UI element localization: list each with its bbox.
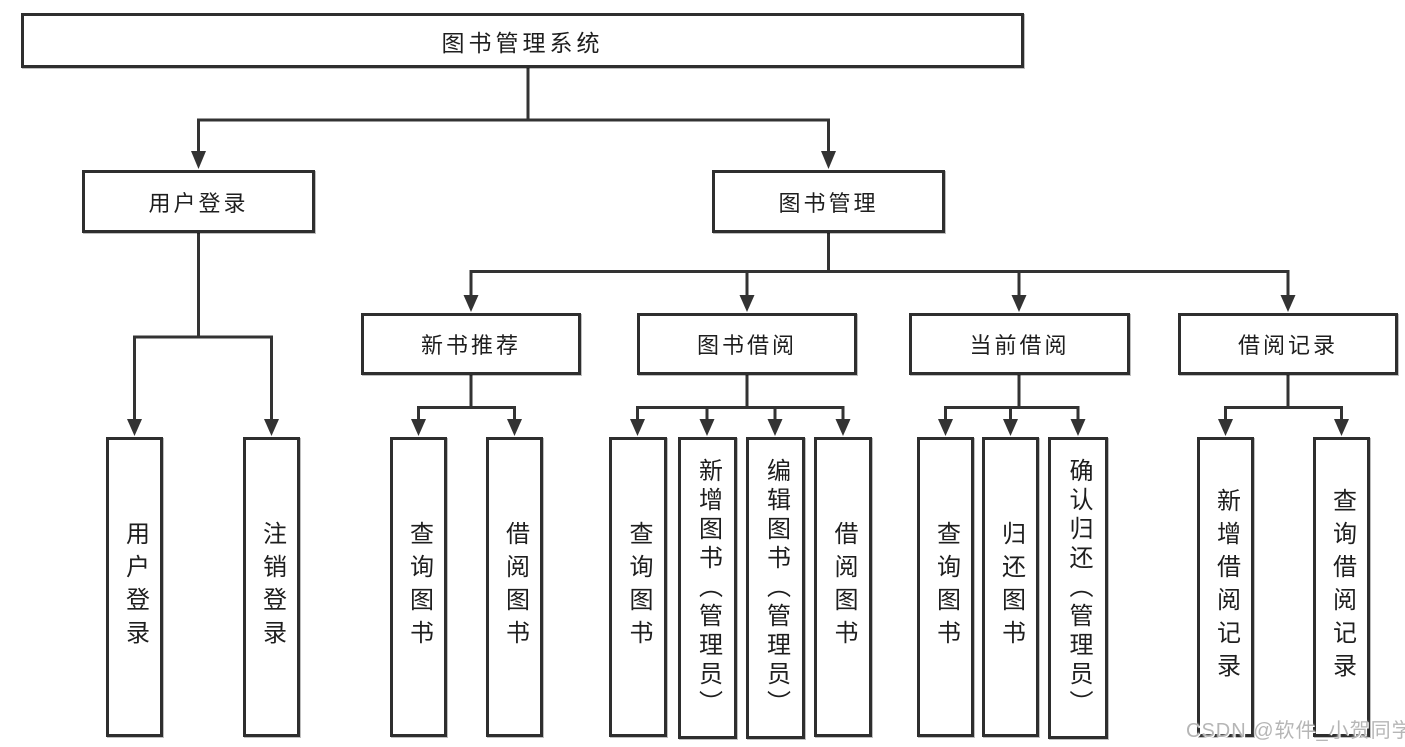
node-label: 借阅图书: [830, 521, 857, 653]
leaf-query-borrow-record: 查询借阅记录: [1313, 437, 1370, 737]
node-new-book-recommend: 新书推荐: [361, 313, 581, 375]
leaf-add-borrow-record: 新增借阅记录: [1197, 437, 1254, 737]
leaf-borrow-books: 借阅图书: [814, 437, 872, 737]
node-label: 新增图书（管理员）: [694, 457, 722, 719]
leaf-logout: 注销登录: [243, 437, 300, 737]
leaf-confirm-return-admin: 确认归还（管理员）: [1048, 437, 1108, 739]
node-borrowing-records: 借阅记录: [1178, 313, 1398, 375]
node-label: 新增借阅记录: [1212, 488, 1240, 686]
node-label: 查询借阅记录: [1328, 488, 1356, 686]
leaf-return-books: 归还图书: [982, 437, 1039, 737]
node-label: 注销登录: [258, 521, 286, 653]
node-book-borrowing: 图书借阅: [637, 313, 857, 375]
node-label: 借阅图书: [501, 521, 529, 653]
node-label: 确认归还（管理员）: [1065, 457, 1092, 719]
node-label: 图书借阅: [696, 333, 797, 358]
leaf-query-books-borrowing: 查询图书: [609, 437, 667, 737]
watermark-text: CSDN @软件_小贺同学: [1186, 720, 1405, 742]
node-label: 编辑图书（管理员）: [762, 457, 790, 719]
leaf-add-book-admin: 新增图书（管理员）: [678, 437, 737, 739]
node-label: 当前借阅: [969, 333, 1070, 358]
connector-paths: [133, 68, 1343, 420]
node-current-borrowing: 当前借阅: [909, 313, 1130, 375]
leaf-query-books-current: 查询图书: [917, 437, 974, 737]
node-label: 查询图书: [405, 521, 433, 653]
node-label: 图书管理: [778, 190, 879, 216]
node-label: 查询图书: [932, 521, 960, 653]
arrowheads: [127, 151, 1349, 436]
node-book-management: 图书管理: [712, 170, 945, 233]
leaf-edit-book-admin: 编辑图书（管理员）: [746, 437, 805, 739]
node-label: 图书管理系统: [441, 29, 604, 56]
node-label: 借阅记录: [1237, 333, 1338, 358]
leaf-query-books-recommend: 查询图书: [390, 437, 447, 737]
node-label: 用户登录: [121, 521, 149, 653]
node-user-login: 用户登录: [82, 170, 315, 233]
node-book-management-system: 图书管理系统: [21, 13, 1024, 68]
leaf-borrow-books-recommend: 借阅图书: [486, 437, 543, 737]
node-label: 查询图书: [625, 521, 652, 653]
node-label: 用户登录: [148, 190, 249, 216]
leaf-user-login: 用户登录: [106, 437, 163, 737]
node-label: 归还图书: [997, 521, 1025, 653]
node-label: 新书推荐: [420, 333, 521, 358]
